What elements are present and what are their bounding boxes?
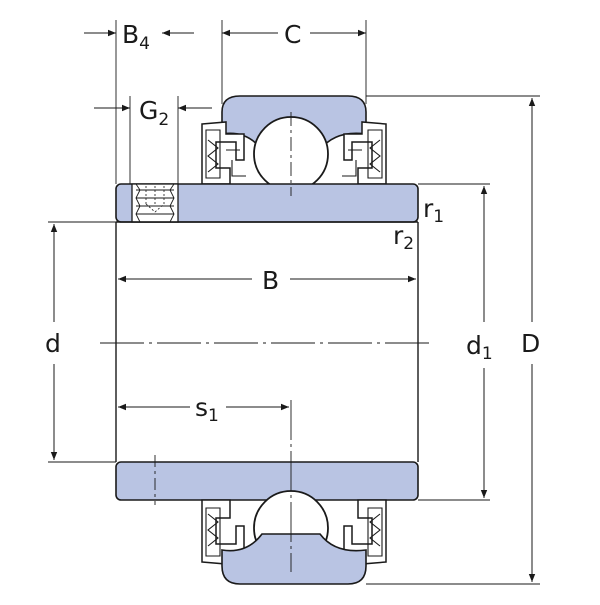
seal-right-bottom-detail bbox=[367, 507, 383, 557]
label-B: B bbox=[262, 266, 279, 295]
extension-lines bbox=[48, 20, 540, 585]
label-B4: B4 bbox=[122, 20, 150, 54]
label-s1: s1 bbox=[195, 393, 219, 426]
seal-left-top-lip bbox=[226, 149, 246, 177]
seal-left-bottom-detail bbox=[205, 507, 221, 557]
label-G2: G2 bbox=[139, 96, 169, 130]
label-r1: r1 bbox=[423, 194, 444, 227]
outer-ring-bottom bbox=[221, 533, 367, 585]
bearing-body bbox=[115, 95, 419, 585]
ball-top bbox=[253, 116, 329, 192]
label-r2: r2 bbox=[393, 221, 414, 254]
label-d: d bbox=[45, 329, 61, 358]
set-screw bbox=[131, 183, 179, 223]
dimension-labels: B4 C G2 r1 r2 B d d1 D s1 bbox=[45, 20, 540, 426]
seal-left-top-detail bbox=[205, 129, 221, 179]
center-lines bbox=[100, 112, 432, 572]
seal-right-top-detail bbox=[367, 129, 383, 179]
seal-right-top-lip bbox=[342, 149, 362, 177]
label-D: D bbox=[521, 329, 540, 358]
label-C: C bbox=[284, 20, 301, 49]
inner-ring-bottom bbox=[115, 461, 419, 501]
dimension-lines bbox=[50, 29, 536, 582]
label-d1: d1 bbox=[466, 331, 493, 364]
